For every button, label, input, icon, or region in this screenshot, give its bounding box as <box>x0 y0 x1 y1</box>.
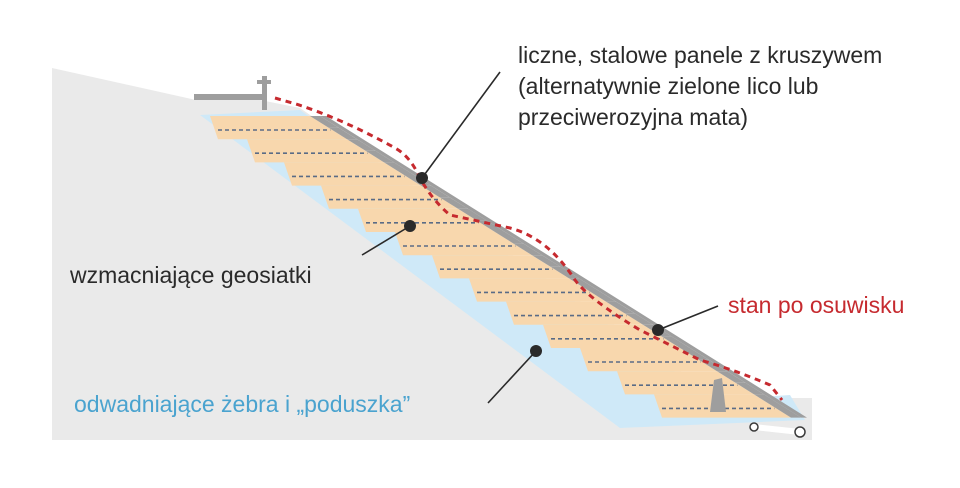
fill-layer <box>543 324 680 348</box>
panels-label-line-1: liczne, stalowe panele z kruszywem <box>518 42 883 68</box>
steel-panel <box>365 150 394 163</box>
steel-panel <box>513 243 542 256</box>
steel-panel <box>772 406 801 418</box>
drainage-marker-dot <box>530 345 542 357</box>
panels-label-line-3: przeciwerozyjna mata) <box>518 104 749 131</box>
fill-layer <box>247 139 384 163</box>
fill-layer <box>432 255 569 279</box>
facing-strip <box>320 116 807 418</box>
crest-barrier-post <box>262 76 267 110</box>
toe-drain-end-left <box>749 422 759 432</box>
steel-panel <box>661 336 690 348</box>
steel-panel <box>495 232 524 244</box>
steel-panel <box>587 290 616 302</box>
fill-layer <box>580 348 717 372</box>
drainage-leader-line <box>487 350 537 404</box>
toe-wall <box>710 378 726 412</box>
fill-layer <box>210 116 347 140</box>
steel-panel <box>439 197 468 209</box>
panels-leader-line <box>421 71 501 179</box>
crest-road-slab <box>194 94 264 100</box>
steel-panel <box>754 394 783 406</box>
steel-panel <box>347 139 376 151</box>
geogrids-label: wzmacniające geosiatki <box>70 262 312 288</box>
steel-panel <box>550 266 579 279</box>
steel-panel <box>384 162 413 174</box>
crest-barrier-arm <box>257 80 271 84</box>
toe-drain-end-right <box>794 426 806 438</box>
panels-marker-dot <box>416 172 428 184</box>
panels-label-line-2: (alternatywnie zielone lico lub <box>518 73 819 100</box>
fill-layer <box>469 278 606 302</box>
steel-panel <box>532 255 561 267</box>
fill-layer <box>395 232 532 256</box>
geogrid-lines <box>218 129 775 410</box>
steel-panel <box>624 313 653 325</box>
fill-layer <box>506 301 643 325</box>
landslide-leader-line <box>657 305 719 331</box>
steel-panel <box>717 371 746 383</box>
steel-panel <box>328 127 357 140</box>
toe-drain-pipe <box>753 424 801 435</box>
geogrids-marker-dot <box>404 220 416 232</box>
steel-panel <box>680 348 709 360</box>
steel-panel <box>310 116 339 128</box>
panels-label: liczne, stalowe panele z kruszywem (alte… <box>518 40 882 133</box>
fill-layer <box>358 208 495 232</box>
steel-panel <box>476 220 505 232</box>
steel-panel <box>735 382 764 395</box>
fill-layer <box>321 185 458 209</box>
drainage-label: odwadniające żebra i „poduszka” <box>74 391 411 417</box>
steel-panel <box>458 208 487 221</box>
steel-panel <box>421 185 450 198</box>
steel-panel <box>606 301 635 314</box>
landslide-outline <box>274 96 784 401</box>
geogrids-leader-line <box>361 225 411 256</box>
fill-layer <box>284 162 421 186</box>
landslide-marker-dot <box>652 324 664 336</box>
landslide-label: stan po osuwisku <box>728 292 905 318</box>
